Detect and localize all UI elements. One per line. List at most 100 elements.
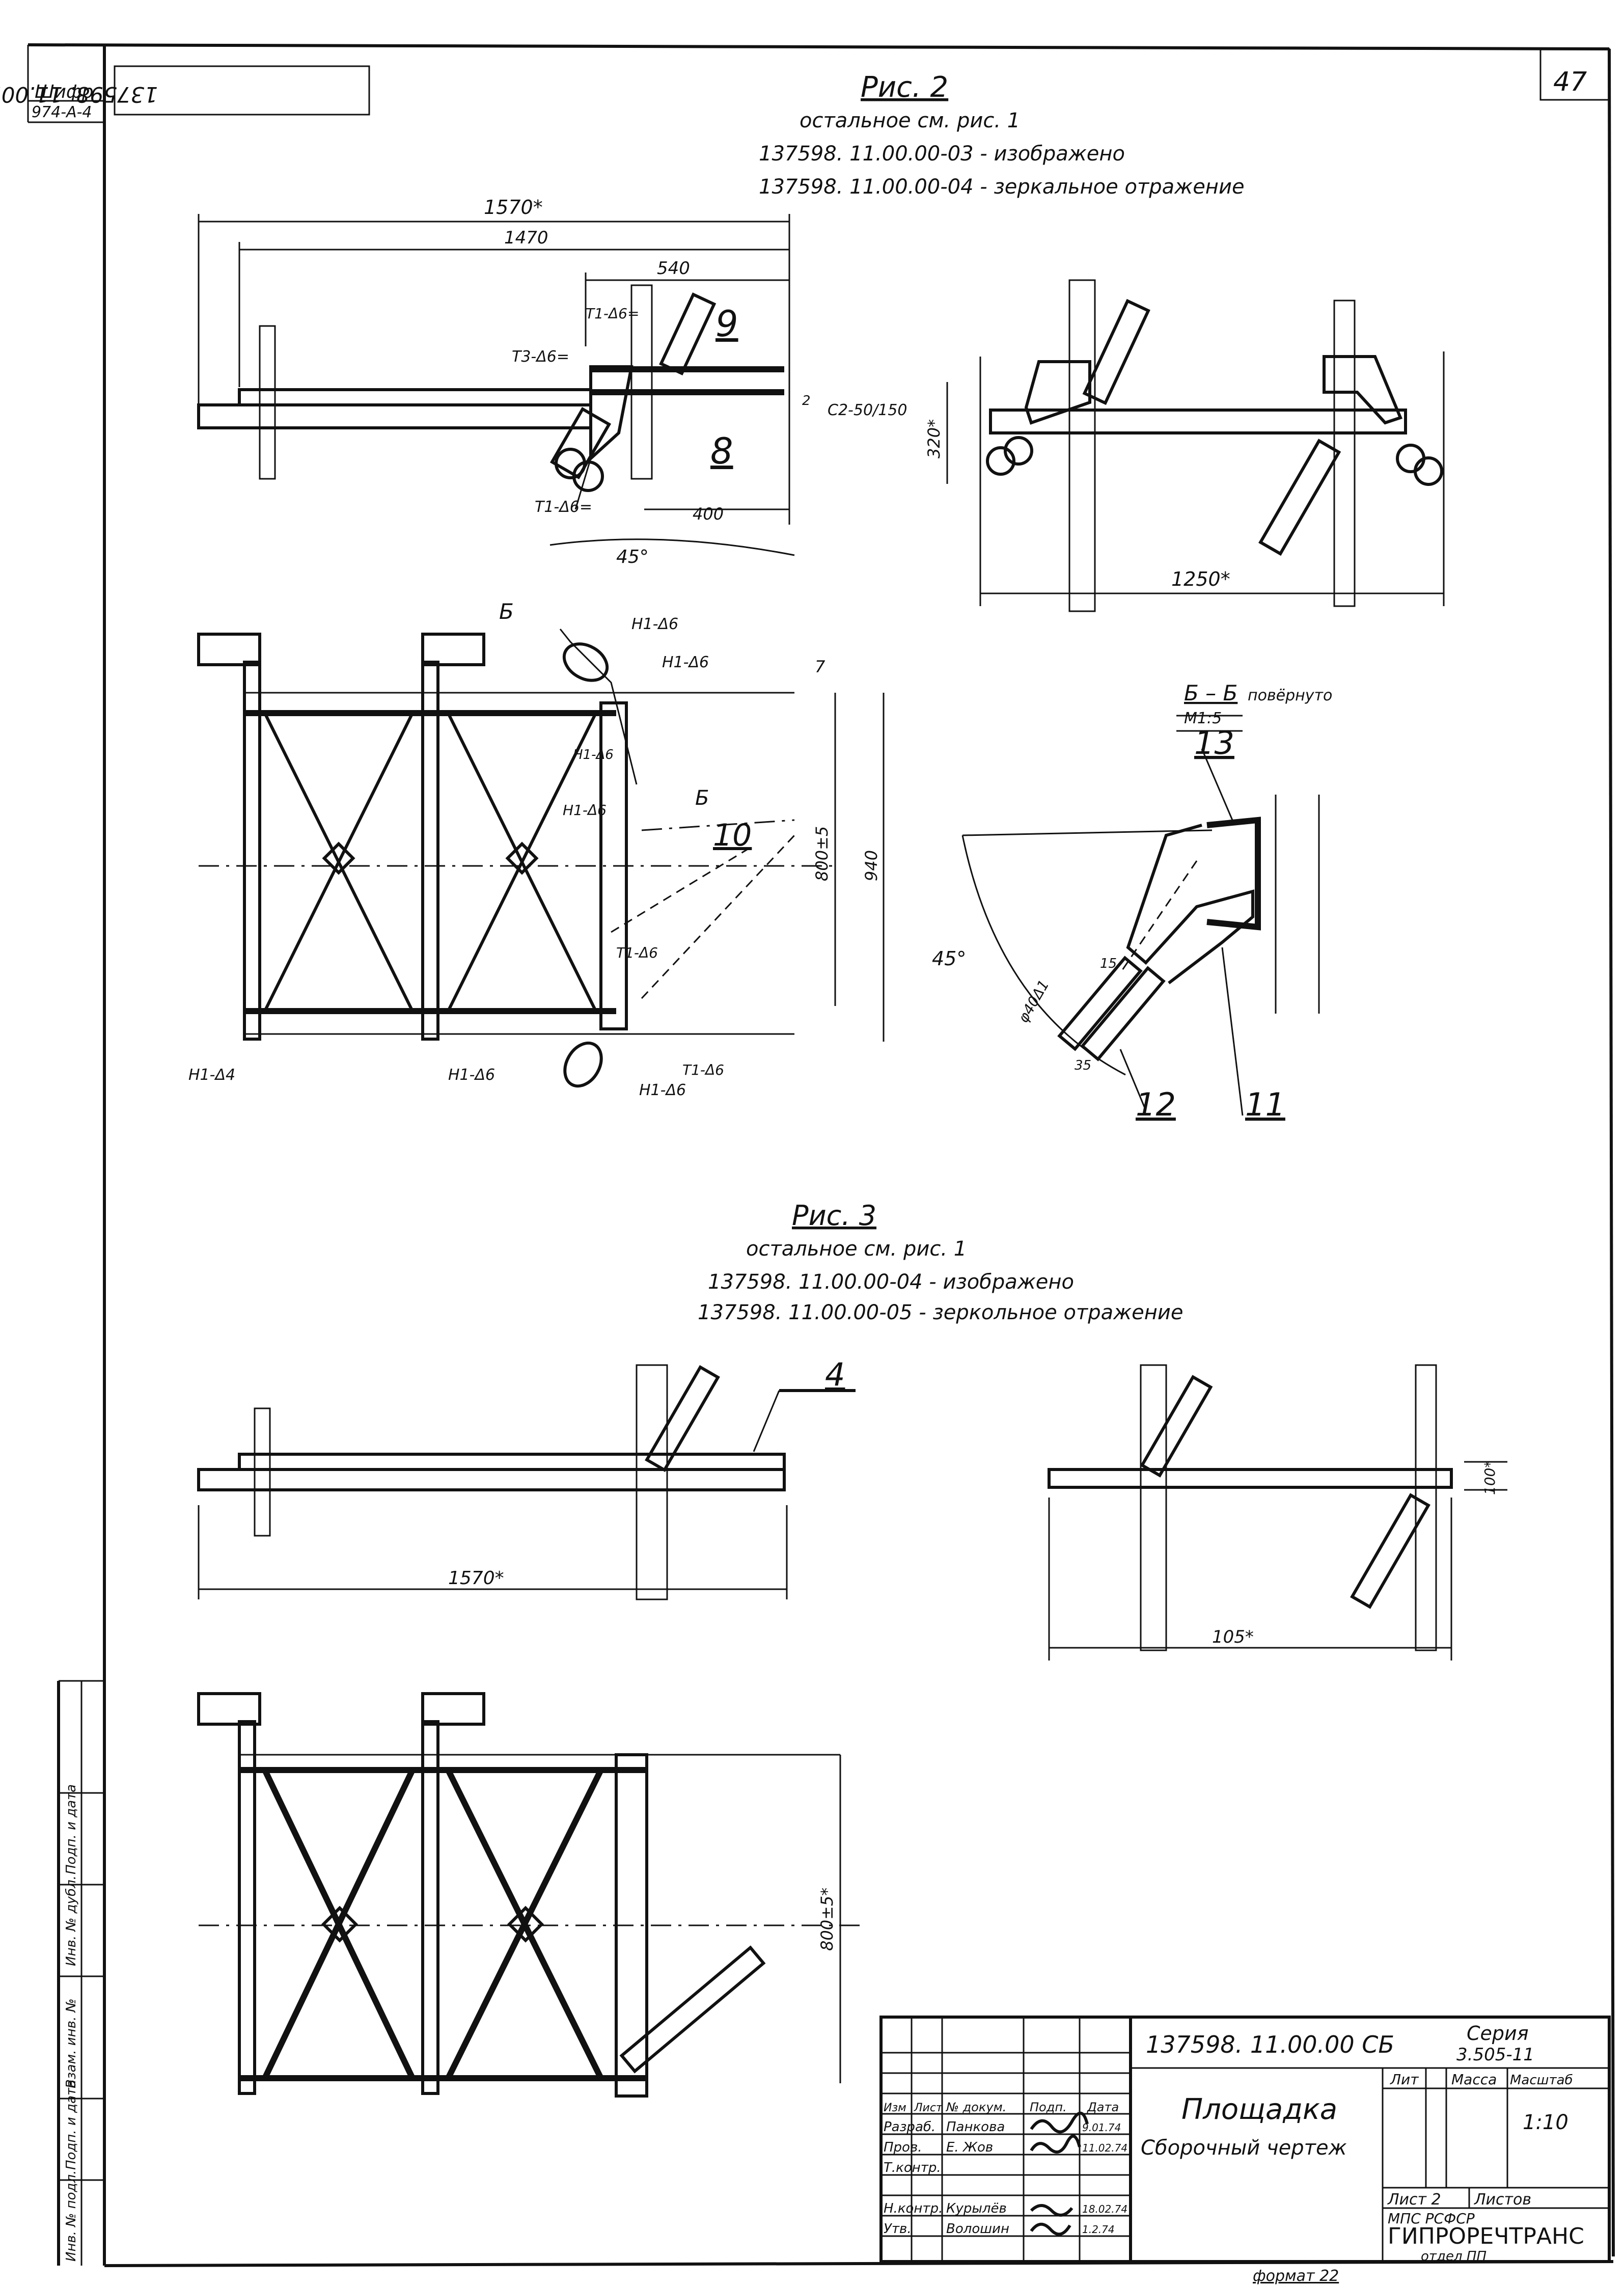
fig3-line2: 137598. 11.00.00-05 - зеркольное отражен…	[698, 1301, 1183, 1324]
sheet-number: 47	[1553, 67, 1587, 97]
signature-3	[1030, 2204, 1074, 2217]
weld-h1-d: Н1-Δ6	[563, 802, 607, 819]
callout-4: 4	[825, 1356, 845, 1393]
weld-h1-br: Н1-Δ6	[639, 1081, 686, 1099]
signature-4	[1030, 2222, 1071, 2236]
section-bb-view	[961, 715, 1320, 1116]
tb-header-izm: Изм	[884, 2102, 906, 2114]
weld-h1-a: Н1-Δ6	[631, 615, 678, 633]
fig2-side-elevation	[197, 214, 795, 556]
fig2-dim-1470: 1470	[504, 228, 548, 248]
fig2-dim-1570: 1570*	[484, 196, 543, 219]
callout-12: 12	[1136, 1086, 1176, 1123]
tb-row-name: Е. Жов	[946, 2140, 993, 2155]
tb-row-name: Волошин	[946, 2221, 1009, 2237]
fig3-dim-1570: 1570*	[448, 1568, 504, 1589]
fig2-dim-800: 800±5	[812, 826, 832, 881]
signature-2	[1030, 2135, 1081, 2154]
weld-t1-top: Т1-Δ6=	[586, 305, 639, 322]
tb-row-role: Утв.	[884, 2221, 912, 2237]
stamp-inv-orig: Инв. № подл.	[64, 2170, 79, 2262]
fig3-dim-100: 100*	[1481, 1461, 1498, 1495]
weld-h1-c: Н1-Δ6	[573, 747, 614, 763]
title-sheet-label: Лист 2	[1387, 2191, 1441, 2209]
fig2-section-mark-top: Б	[499, 599, 514, 624]
callout-11: 11	[1245, 1086, 1285, 1123]
title-org-1: МПС РСФСР	[1388, 2210, 1475, 2227]
fig2-dim-7: 7	[815, 657, 825, 676]
callout-13: 13	[1194, 724, 1234, 761]
tb-row-name: Панкова	[946, 2119, 1005, 2135]
stamp-sign-date-1: Подп. и дата	[64, 2080, 79, 2170]
fig2-leg-2: 2	[802, 393, 811, 409]
tb-header-doc: № докум.	[945, 2100, 1006, 2114]
title-doc-code: 137598. 11.00.00 СБ	[1146, 2031, 1394, 2058]
title-col-scale: Масштаб	[1510, 2073, 1573, 2088]
section-bb-scale: М1:5	[1184, 710, 1222, 727]
title-series-label: Серия	[1467, 2022, 1529, 2045]
cipher-value: 974-А-4	[32, 103, 92, 121]
tb-row-role: Разраб.	[884, 2119, 935, 2135]
section-bb-dim-15: 15	[1100, 956, 1117, 971]
title-col-lit: Лит	[1390, 2071, 1419, 2088]
callout-9: 9	[715, 303, 738, 345]
fig2-dim-1250: 1250*	[1171, 568, 1230, 590]
weld-h1-bl: Н1-Δ6	[448, 1066, 495, 1084]
title-scale-value: 1:10	[1523, 2111, 1568, 2134]
mirrored-doc-code: 137598. 11.00.00 СБ	[0, 82, 158, 107]
stamp-sign-date-2: Подп. и дата	[64, 1784, 79, 1874]
weld-t1-br: Т1-Δ6	[682, 1062, 724, 1078]
section-bb-angle: 45°	[932, 947, 966, 970]
title-org-3: отдел ПП	[1421, 2249, 1487, 2264]
tb-row-name: Курылёв	[946, 2201, 1007, 2216]
title-subname: Сборочный чертеж	[1141, 2136, 1347, 2160]
fig2-end-view	[946, 279, 1445, 612]
fig2-dim-400: 400	[693, 504, 724, 524]
fig2-section-mark-bot: Б	[695, 786, 709, 810]
tb-row-role: Н.контр.	[884, 2201, 943, 2216]
callout-8: 8	[710, 430, 733, 472]
fig3-note: остальное см. рис. 1	[746, 1237, 967, 1261]
signature-1	[1030, 2111, 1089, 2134]
fig3-plan-view	[197, 1692, 866, 2098]
title-sheets-label: Листов	[1474, 2191, 1531, 2209]
weld-c2: С2-50/150	[828, 401, 907, 419]
cipher-label: Шифр	[35, 81, 94, 102]
fig2-dim-320: 320*	[924, 419, 944, 458]
section-bb-dim-35: 35	[1075, 1058, 1091, 1073]
title-name: Площадка	[1181, 2093, 1337, 2126]
callout-10: 10	[713, 818, 752, 853]
title-series-value: 3.505-11	[1456, 2045, 1534, 2065]
weld-t1-bot: Т1-Δ6=	[535, 498, 592, 516]
weld-t3: Т3-Δ6=	[512, 348, 569, 366]
side-stamp	[57, 1680, 104, 2266]
fig2-title: Рис. 2	[861, 71, 948, 104]
tb-header-list: Лист	[914, 2102, 943, 2114]
fig3-end-view	[1048, 1364, 1507, 1661]
fig3-line1: 137598. 11.00.00-04 - изображено	[708, 1270, 1074, 1294]
tb-row-role: Т.контр.	[884, 2160, 941, 2175]
tb-header-sign: Подп.	[1030, 2100, 1067, 2114]
tb-row-date: 11.02.74	[1082, 2142, 1127, 2154]
stamp-inv-dup: Инв. № дубл.	[64, 1875, 79, 1966]
fig3-title: Рис. 3	[792, 1200, 876, 1232]
tb-row-role: Пров.	[884, 2140, 922, 2155]
stamp-replace-inv: Взам. инв. №	[64, 1998, 79, 2088]
fig2-line1: 137598. 11.00.00-03 - изображено	[759, 142, 1125, 166]
weld-t1-mid: Т1-Δ6	[616, 944, 658, 961]
tb-row-date: 1.2.74	[1082, 2223, 1115, 2236]
fig3-side-elevation	[197, 1364, 856, 1600]
fig3-dim-800: 800±5*	[817, 1888, 837, 1951]
section-bb-title: Б – Б	[1184, 681, 1237, 705]
fig2-note: остальное см. рис. 1	[800, 109, 1020, 132]
title-block-grid	[879, 2016, 1611, 2263]
title-col-mass: Масса	[1451, 2071, 1497, 2088]
fig2-plan-view	[197, 629, 885, 1088]
fig2-dim-540: 540	[657, 258, 690, 279]
tb-header-date: Дата	[1087, 2100, 1119, 2114]
title-org-2: ГИПРОРЕЧТРАНС	[1388, 2223, 1584, 2249]
fig3-dim-105: 105*	[1212, 1627, 1254, 1647]
weld-h1-left: Н1-Δ4	[188, 1066, 235, 1084]
format-label: формат 22	[1253, 2267, 1339, 2285]
